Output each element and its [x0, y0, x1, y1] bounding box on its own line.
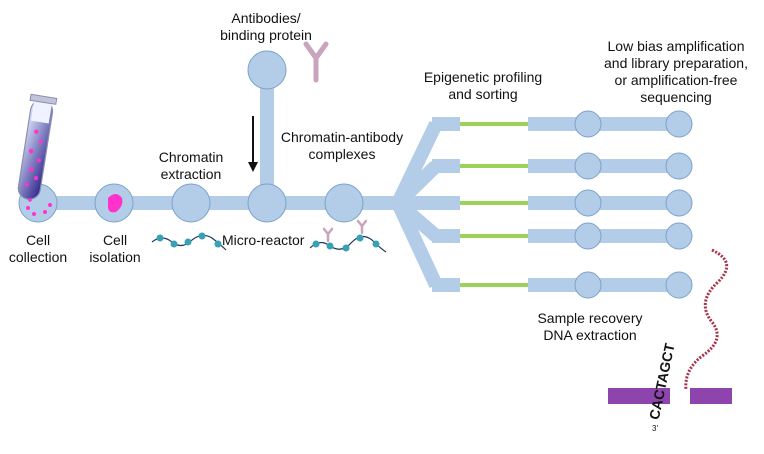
- barrier-4: [460, 234, 528, 238]
- cell-collection-line-1: Cell: [25, 232, 51, 248]
- barrier-2: [460, 164, 528, 168]
- channels: [38, 84, 680, 292]
- cell-isolation-line-2: isolation: [89, 249, 141, 265]
- antibodies-line-2: binding protein: [220, 27, 312, 43]
- barrier-5: [460, 283, 528, 287]
- outlet-right-4: [528, 229, 680, 243]
- cell-collection-label: Cell collection: [2, 232, 74, 266]
- sample-recovery-line-2: DNA extraction: [543, 327, 637, 343]
- sample-recovery-label: Sample recovery DNA extraction: [520, 310, 660, 344]
- dna-bar-left: [608, 388, 670, 404]
- main-chambers: [18, 50, 364, 223]
- chromatin-icon: [151, 232, 227, 251]
- low-bias-label: Low bias amplification and library prepa…: [590, 38, 762, 106]
- low-bias-line-4: sequencing: [640, 89, 712, 105]
- outlet-right-5: [528, 278, 680, 292]
- cell-collection-line-2: collection: [8, 249, 68, 265]
- outlet-chamber-2b: [665, 152, 693, 180]
- chromatin-antibody-line-1: Chromatin-antibody: [280, 129, 404, 145]
- outlet-left-3: [432, 196, 460, 210]
- outlet-right-3: [528, 196, 680, 210]
- barrier-3: [460, 201, 528, 205]
- antibodies-label: Antibodies/ binding protein: [206, 10, 326, 44]
- outlet-chamber-3b: [665, 189, 693, 217]
- outlet-chamber-2a: [574, 152, 602, 180]
- low-bias-line-1: Low bias amplification: [607, 38, 745, 54]
- chromatin-extraction-label: Chromatin extraction: [141, 149, 241, 183]
- chromatin-extraction-line-2: extraction: [160, 166, 222, 182]
- outlet-chamber-5a: [574, 271, 602, 299]
- micro-reactor-label: Micro-reactor: [222, 232, 305, 248]
- outlet-left-5: [432, 278, 460, 292]
- outlet-chamber-4b: [665, 222, 693, 250]
- dna-strand: [684, 248, 729, 391]
- outlet-chambers: [574, 110, 693, 299]
- chromatin-antibody-line-2: complexes: [308, 146, 376, 162]
- antibody-inlet-chamber: [247, 50, 287, 90]
- sample-recovery-line-1: Sample recovery: [537, 310, 643, 326]
- dna-bar-right: [690, 388, 732, 404]
- flow-arrow-icon: [248, 116, 258, 172]
- barrier-1: [460, 122, 528, 126]
- outlet-chamber-1a: [574, 110, 602, 138]
- antibodies-line-1: Antibodies/: [231, 10, 301, 26]
- outlet-chamber-1b: [665, 110, 693, 138]
- epigenetic-label: Epigenetic profiling and sorting: [418, 69, 548, 103]
- chromatin-antibody-icon: [309, 219, 387, 253]
- collected-cells: [26, 198, 52, 216]
- test-tube-icon: [17, 93, 58, 200]
- cell-isolation-line-1: Cell: [102, 232, 128, 248]
- micro-reactor-chamber: [247, 183, 287, 223]
- dna-end-label: 3': [652, 424, 658, 433]
- antibody-inlet-channel: [260, 84, 274, 199]
- antibody-icon: [303, 41, 329, 83]
- outlet-chamber-3a: [574, 189, 602, 217]
- branch-5: [391, 200, 443, 288]
- low-bias-line-2: and library preparation,: [604, 55, 748, 71]
- outlet-right-2: [528, 159, 680, 173]
- outlet-left-1: [432, 117, 460, 131]
- outlet-chamber-4a: [574, 222, 602, 250]
- outlet-right-1: [528, 117, 680, 131]
- isolated-cell-icon: [108, 194, 123, 213]
- chromatin-antibody-label: Chromatin-antibody complexes: [272, 129, 412, 163]
- outlet-left-4: [432, 229, 460, 243]
- epigenetic-line-2: and sorting: [448, 86, 518, 102]
- chromatin-extraction-line-1: Chromatin: [158, 149, 224, 165]
- cell-isolation-label: Cell isolation: [80, 232, 150, 266]
- low-bias-line-3: or amplification-free: [614, 72, 738, 88]
- outlet-left-2: [432, 159, 460, 173]
- outlet-chamber-5b: [665, 271, 693, 299]
- epigenetic-line-1: Epigenetic profiling: [423, 69, 543, 85]
- chromatin-extraction-chamber: [171, 183, 211, 223]
- complex-chamber: [324, 183, 364, 223]
